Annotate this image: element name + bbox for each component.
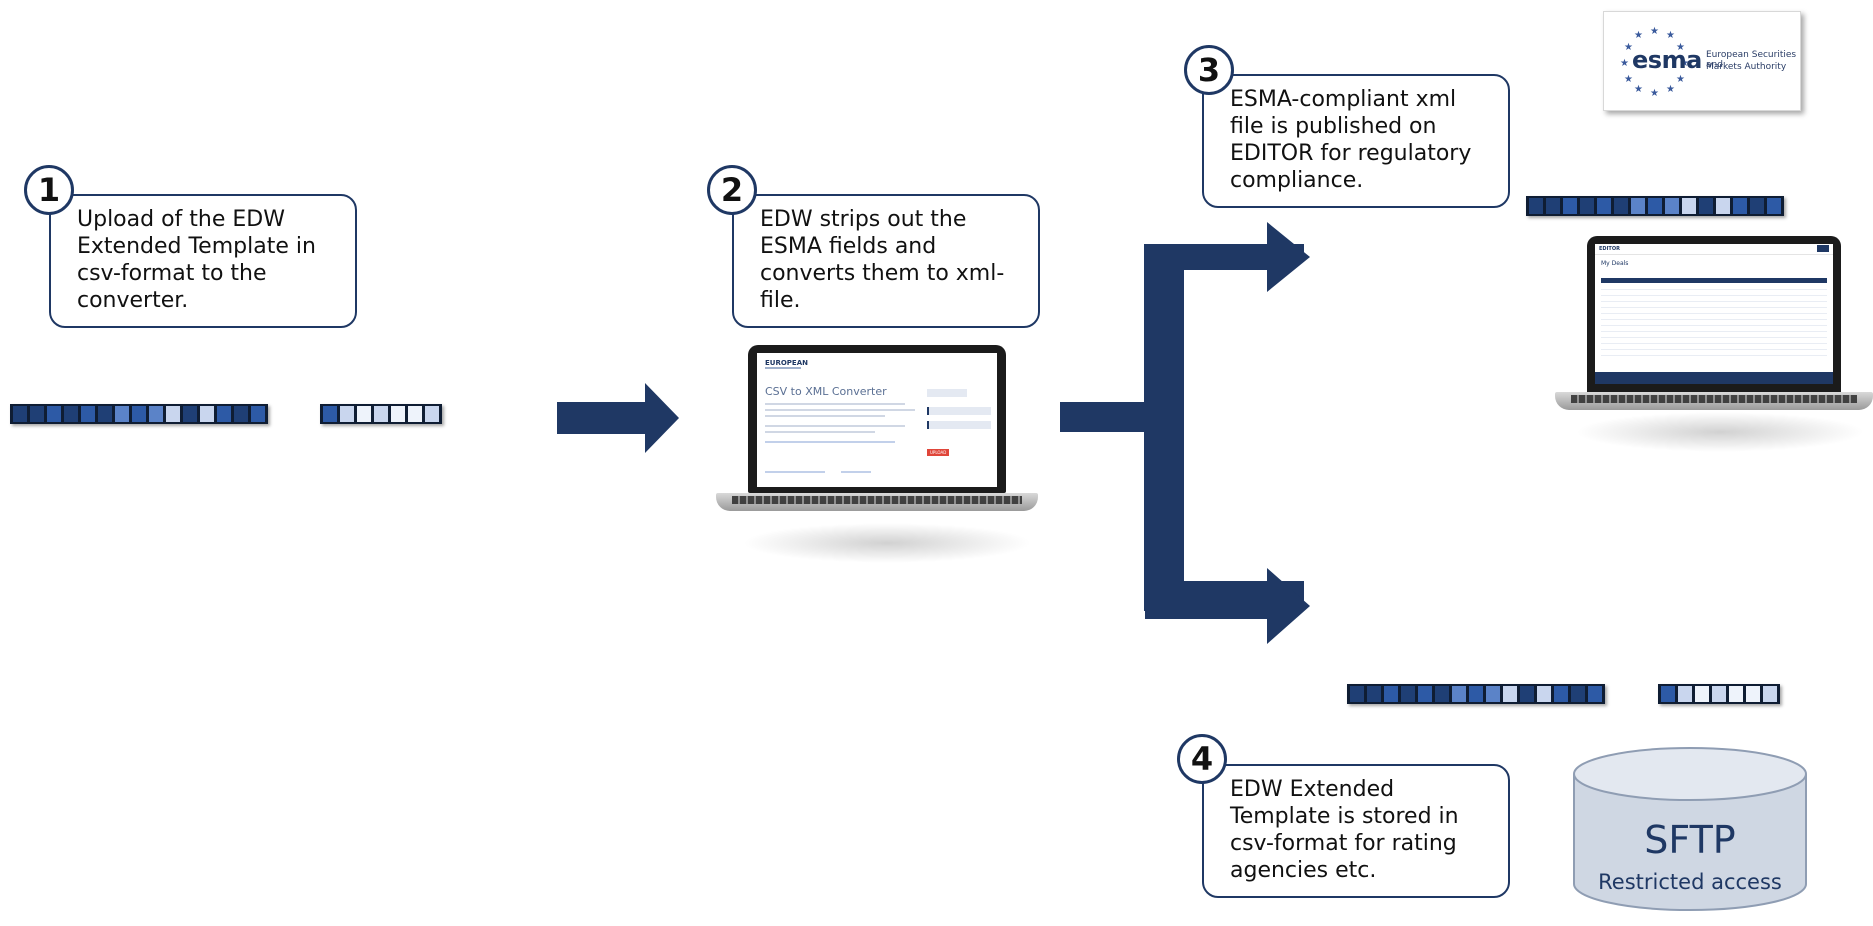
step-4-text: EDW Extended Template is stored in csv-f… <box>1230 777 1459 883</box>
svg-text:★: ★ <box>1676 74 1685 85</box>
step-2-badge: 2 <box>707 165 757 215</box>
svg-text:★: ★ <box>1624 74 1633 85</box>
converter-title: CSV to XML Converter <box>765 385 887 398</box>
svg-text:★: ★ <box>1676 42 1685 53</box>
svg-text:★: ★ <box>1666 30 1675 41</box>
esma-logo: ★★★ ★★★ ★★★ ★★★ esma European Securities… <box>1603 11 1801 111</box>
converter-brand: EUROPEAN <box>765 359 808 367</box>
svg-text:★: ★ <box>1680 58 1689 69</box>
editor-brand: EDITOR <box>1599 246 1620 252</box>
step-4-box: EDW Extended Template is stored in csv-f… <box>1202 764 1510 898</box>
svg-text:★: ★ <box>1666 84 1675 95</box>
svg-text:★: ★ <box>1634 30 1643 41</box>
esma-acronym: esma <box>1632 46 1702 74</box>
converter-screen: EUROPEAN CSV to XML Converter UPLOAD <box>757 353 997 487</box>
step-1-text: Upload of the EDW Extended Template in c… <box>77 207 316 313</box>
data-strip-lower-right-2 <box>1658 684 1780 704</box>
step-1-badge: 1 <box>24 165 74 215</box>
esma-name-line2: Markets Authority <box>1706 62 1787 72</box>
step-3-badge: 3 <box>1184 45 1234 95</box>
sftp-subtitle: Restricted access <box>1598 870 1782 894</box>
step-2-box: EDW strips out the ESMA fields and conve… <box>732 194 1040 328</box>
arrow-step1-to-step2 <box>557 383 679 453</box>
data-strip-lower-right <box>1347 684 1605 704</box>
step-3-box: ESMA-compliant xml file is published on … <box>1202 74 1510 208</box>
svg-text:★: ★ <box>1634 84 1643 95</box>
sftp-title: SFTP <box>1644 818 1736 862</box>
converter-upload-button[interactable]: UPLOAD <box>927 449 950 456</box>
data-strip-left <box>10 404 268 424</box>
editor-screen: EDITOR My Deals <box>1595 244 1833 384</box>
sftp-cylinder: SFTP Restricted access <box>1572 744 1808 916</box>
laptop-converter: EUROPEAN CSV to XML Converter UPLOAD <box>712 343 1042 573</box>
editor-heading: My Deals <box>1601 260 1629 267</box>
step-4-badge: 4 <box>1177 734 1227 784</box>
esma-name-line1: European Securities and <box>1706 50 1797 70</box>
data-strip-top-right <box>1526 196 1784 216</box>
arrow-to-sftp <box>1145 568 1310 644</box>
step-2-text: EDW strips out the ESMA fields and conve… <box>760 207 1005 313</box>
eu-stars-icon: ★★★ ★★★ ★★★ ★★★ <box>1620 26 1689 99</box>
step-3-text: ESMA-compliant xml file is published on … <box>1230 87 1472 193</box>
svg-text:★: ★ <box>1650 26 1659 37</box>
step-1-box: Upload of the EDW Extended Template in c… <box>49 194 357 328</box>
svg-text:★: ★ <box>1650 88 1659 99</box>
svg-text:★: ★ <box>1624 42 1633 53</box>
svg-text:★: ★ <box>1620 58 1629 69</box>
data-strip-left-2 <box>320 404 442 424</box>
laptop-editor: EDITOR My Deals <box>1555 232 1873 462</box>
arrow-to-editor <box>1145 222 1310 292</box>
